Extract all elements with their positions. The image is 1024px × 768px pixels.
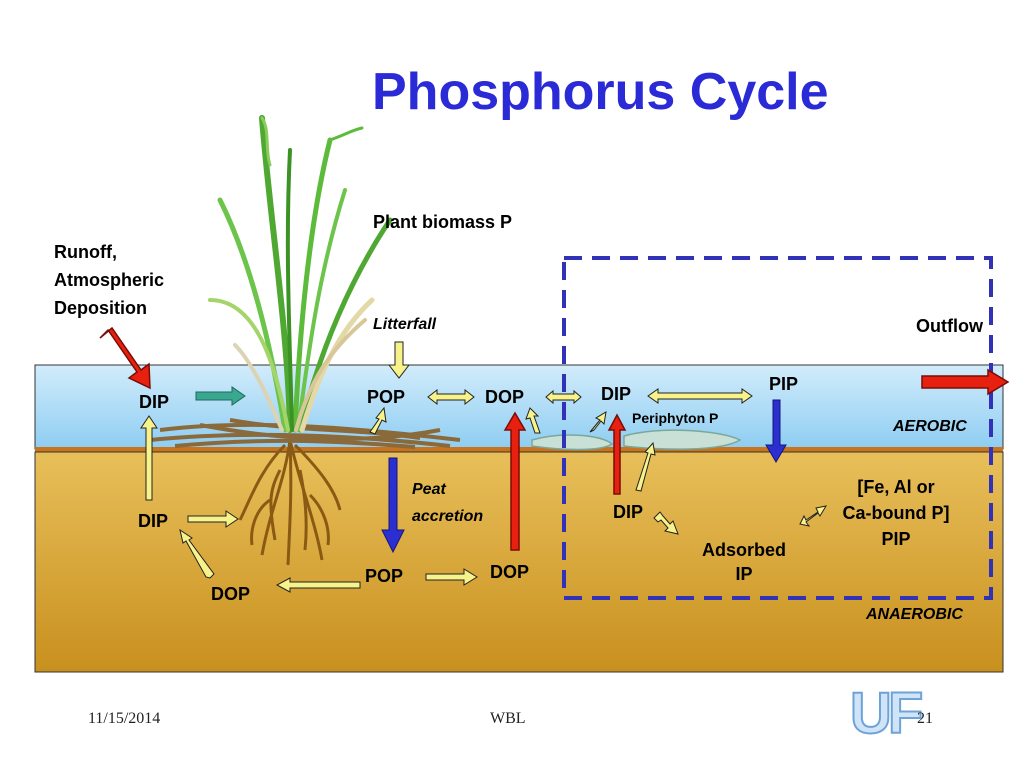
runoff-label: Runoff, Atmospheric Deposition: [54, 238, 164, 322]
anaerobic-label: ANAEROBIC: [866, 606, 963, 623]
dip-soil-to-roots-arrow: [187, 510, 239, 528]
aerobic-anaerobic-box: [562, 256, 993, 600]
runoff-label-line-1: Runoff,: [54, 242, 117, 262]
dop-dip-water-arrow: [545, 389, 582, 405]
plant-roots: [238, 439, 342, 566]
slide-title: Phosphorus Cycle: [372, 63, 829, 121]
litter-to-pop-arrow: [369, 406, 387, 435]
adsorbed-ip-line-2: IP: [735, 564, 753, 584]
dip-water-left: DIP: [139, 392, 170, 412]
pop-to-dop-mid-arrow: [425, 568, 478, 586]
outflow-arrow: [921, 368, 1010, 396]
blue-arrows: [381, 399, 787, 554]
bound-p-line-1: [Fe, Al or: [857, 477, 935, 497]
dip-pip-water-arrow: [647, 388, 753, 404]
peat-accretion-arrow: [381, 457, 405, 554]
dip-soil-right: DIP: [613, 502, 644, 522]
dip-soil-to-water-arrow: [140, 415, 158, 501]
adsorbed-bound-arrow: [799, 505, 828, 527]
pop-soil: POP: [365, 566, 404, 586]
red-arrows: [99, 326, 1010, 551]
adsorbed-ip-line-1: Adsorbed: [701, 540, 786, 560]
runoff-arrow: [99, 326, 151, 390]
aerobic-label: AEROBIC: [893, 418, 967, 435]
footer-date: 11/15/2014: [88, 710, 161, 727]
dop-water: DOP: [485, 387, 525, 407]
footer-center: WBL: [490, 710, 526, 727]
pop-dop-water-arrow: [427, 388, 475, 406]
bound-p-label: [Fe, Al or Ca-bound P] PIP: [824, 474, 968, 552]
uf-logo: UF: [849, 680, 924, 747]
pip-water: PIP: [769, 374, 799, 394]
yellow-arrows: [140, 341, 828, 593]
dop-to-dip-soil-arrow: [179, 528, 215, 579]
dip-to-periphyton-arrow: [589, 411, 607, 433]
dip-water-right: DIP: [601, 384, 632, 404]
dop-soil-left: DOP: [211, 584, 251, 604]
dop-to-periphyton-arrow: [525, 407, 541, 434]
plant-shoots: [208, 115, 393, 433]
dip-soil-left: DIP: [138, 511, 169, 531]
periphyton-label: Periphyton P: [632, 410, 719, 426]
peat-accretion-line-1: Peat: [412, 481, 446, 498]
periphyton-to-dip-arrow: [635, 441, 656, 492]
pip-settling-arrow: [765, 399, 787, 463]
dop-upward-arrow: [503, 411, 527, 551]
runoff-label-line-3: Deposition: [54, 298, 147, 318]
dip-upward-arrow: [607, 413, 627, 495]
pop-to-dop-soil-arrow: [275, 577, 361, 593]
adsorbed-ip-label: Adsorbed IP: [682, 538, 806, 586]
peat-accretion-label: Peat accretion: [412, 476, 483, 530]
dop-soil-mid: DOP: [490, 562, 530, 582]
outflow-label: Outflow: [916, 316, 983, 336]
peat-accretion-line-2: accretion: [412, 508, 484, 525]
uptake-arrow: [195, 386, 246, 406]
plant-biomass-label: Plant biomass P: [373, 212, 513, 232]
litterfall-label: Litterfall: [373, 316, 437, 333]
bound-p-line-2: Ca-bound P]: [842, 503, 950, 523]
dip-adsorbed-arrow: [653, 511, 679, 535]
runoff-label-line-2: Atmospheric: [54, 270, 165, 290]
pop-water: POP: [367, 387, 406, 407]
litterfall-arrow: [387, 341, 411, 379]
bound-p-line-3: PIP: [881, 529, 911, 549]
footer-page-number: 21: [917, 710, 933, 727]
